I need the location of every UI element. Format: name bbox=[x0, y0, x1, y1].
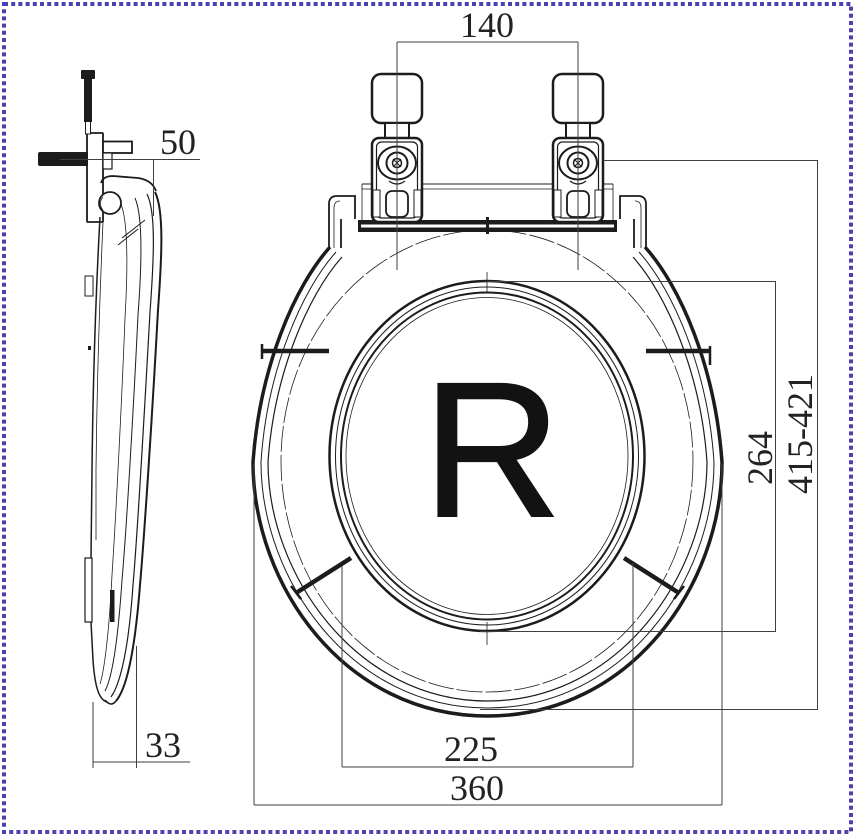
side-hinge-flange bbox=[102, 140, 133, 154]
dim-360-label: 360 bbox=[450, 768, 504, 808]
rear-bar-ends bbox=[361, 184, 614, 220]
bumper-lower-left bbox=[294, 556, 353, 595]
side-pin bbox=[84, 77, 92, 122]
bumper-lower-right-cap bbox=[673, 585, 685, 600]
dim-264-lines bbox=[480, 281, 776, 632]
bumper-lower-right bbox=[622, 556, 681, 595]
dim-140-label: 140 bbox=[460, 5, 514, 45]
side-lobe bbox=[100, 175, 157, 192]
side-left-edge-upper bbox=[90, 216, 101, 559]
dim-225-lines bbox=[341, 563, 634, 768]
dim-225-label: 225 bbox=[444, 729, 498, 769]
side-bumper-shadow bbox=[110, 590, 115, 622]
right-ear-inner bbox=[634, 200, 642, 248]
side-profile-line4 bbox=[99, 203, 128, 685]
side-hinge-barrel bbox=[98, 191, 122, 215]
left-ear bbox=[328, 195, 356, 248]
dim-50-lines bbox=[60, 159, 200, 216]
seat-contour-line bbox=[280, 229, 694, 693]
side-bottom-tip bbox=[104, 699, 117, 705]
top-view: R bbox=[251, 72, 724, 718]
right-ear bbox=[619, 195, 647, 248]
side-hinge-step bbox=[102, 152, 113, 170]
dim-50-label: 50 bbox=[160, 122, 196, 162]
side-profile-line2 bbox=[110, 193, 154, 698]
dim-415-421-label: 415-421 bbox=[780, 374, 820, 494]
side-profile-line3 bbox=[104, 197, 142, 692]
dim-360-lines bbox=[253, 464, 723, 806]
side-pin-neck bbox=[85, 119, 91, 135]
side-pin-cap bbox=[81, 70, 95, 79]
dim-415-421-lines bbox=[480, 160, 818, 710]
bumper-lower-left-cap bbox=[290, 585, 302, 600]
side-profile-outer bbox=[115, 191, 163, 702]
dim-264-label: 264 bbox=[740, 431, 780, 485]
rear-bar-center-tick bbox=[486, 217, 489, 234]
dim-33-lines bbox=[92, 646, 190, 768]
side-view bbox=[38, 70, 163, 705]
side-bumper bbox=[84, 557, 93, 623]
dimensions: 140 50 33 225 360 264 415-421 bbox=[60, 5, 820, 808]
side-dot bbox=[88, 346, 91, 350]
seat-outline bbox=[251, 245, 724, 718]
dim-33-label: 33 bbox=[145, 725, 181, 765]
dim-140-lines bbox=[396, 41, 579, 270]
left-ear-inner bbox=[333, 200, 341, 248]
side-left-edge-inner bbox=[95, 221, 104, 540]
side-barrel-arc bbox=[100, 196, 104, 211]
seat-marking-letter: R bbox=[423, 342, 562, 557]
side-ledge bbox=[84, 275, 94, 297]
